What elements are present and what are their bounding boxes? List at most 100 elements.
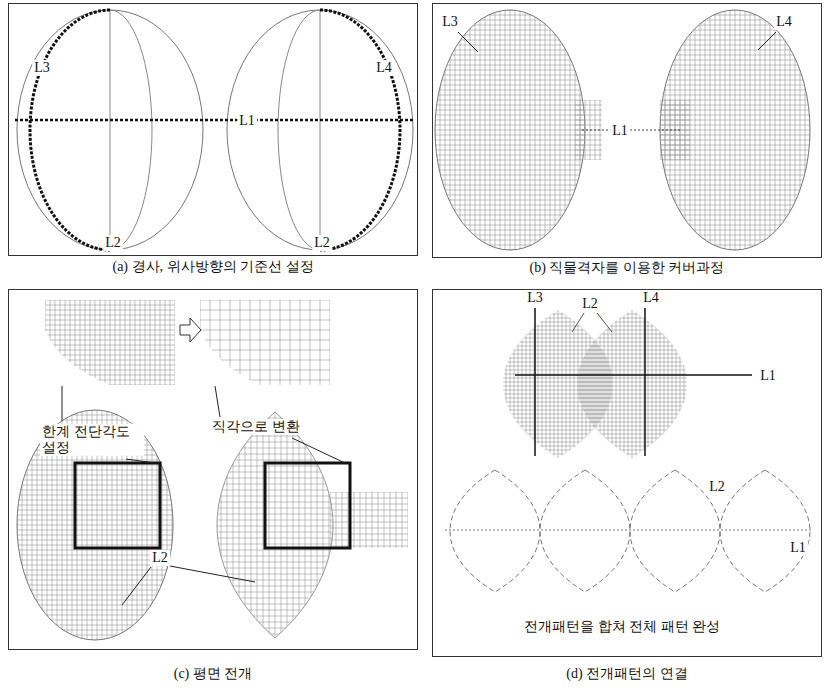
meridian [278,10,320,250]
grid-line [576,398,688,399]
grid-line [342,492,343,548]
grid-line [215,538,335,539]
grid-line [660,60,810,61]
grid-line [576,334,688,335]
grid-line [660,180,810,181]
pattern-piece [720,470,810,592]
grid-line [45,300,175,301]
grid-line [660,205,810,206]
grid-line [576,458,688,459]
grid-line [576,402,688,403]
grid-line [17,575,173,576]
grid-line [584,310,585,458]
grid-line [522,310,523,458]
grid-line [435,40,585,41]
panel-caption: (a) 경사, 위사방향의 기준선 설정 [112,258,313,276]
leader-line [122,567,151,605]
grid-line [320,300,321,385]
grid-line [215,616,335,617]
grid-line [220,300,221,385]
reference-line [15,119,413,122]
grid-line [660,155,690,156]
grid-line [538,310,539,458]
grid-line [575,145,602,146]
leader-line [292,438,345,463]
grid-line [570,310,571,458]
grid-line [660,130,810,131]
grid-line [576,450,688,451]
grid-line [200,320,330,321]
grid-line [576,342,688,343]
grid-line [300,300,301,385]
grid-line [576,410,688,411]
fabric-grid [575,100,602,160]
grid-line [640,310,641,458]
reference-line [572,313,584,332]
grid-line [578,310,579,458]
grid-line [17,610,173,611]
panel-caption: (c) 평면 전개 [174,665,253,683]
grid-line [17,480,173,481]
grid-line [45,330,175,331]
grid-line [435,235,585,236]
grid-line [215,442,335,443]
grid-line [576,390,688,391]
grid-line [215,610,335,611]
grid-line [215,598,335,599]
grid-line [170,300,171,385]
reference-line [582,130,682,131]
grid-line [200,310,330,311]
grid-line [435,115,585,116]
grid-line [435,90,585,91]
grid-line [90,300,91,385]
grid-line [60,300,61,385]
grid-line [200,300,201,385]
grid-line [502,442,614,443]
grid-line [576,354,688,355]
grid-line [45,360,175,361]
grid-line [614,310,615,458]
grid-line [586,310,587,458]
grid-line [435,145,585,146]
grid-line [660,95,810,96]
grid-line [435,170,585,171]
grid-line [502,458,614,459]
transform-arrow [180,318,201,342]
figure-label: L2 [580,296,600,312]
grid-line [575,135,602,136]
grid-line [85,300,86,385]
grid-line [215,604,335,605]
grid-line [125,300,126,385]
grid-line [45,355,175,356]
grid-line [330,540,408,541]
figure-label: L4 [774,14,794,30]
grid-line [660,55,810,56]
grid-line [215,544,335,545]
grid-line [435,70,585,71]
grid-line [435,35,585,36]
grid-line [582,310,583,458]
grid-line [435,185,585,186]
grid-line [215,526,335,527]
grid-line [17,630,173,631]
grid-line [672,310,673,458]
grid-line [502,454,614,455]
grid-line [330,546,408,547]
grid-line [45,315,175,316]
grid-line [668,310,669,458]
grid-line [215,484,335,485]
grid-line [70,300,71,385]
grid-line [588,310,589,458]
meridian [110,10,111,250]
grid-line [576,366,688,367]
grid-line [660,225,810,226]
grid-line [227,412,228,638]
grid-line [576,322,688,323]
grid-line [660,240,810,241]
grid-line [200,300,330,301]
sphere-outline [435,10,585,250]
grid-line [576,318,688,319]
grid-line [435,65,585,66]
grid-line [576,338,688,339]
